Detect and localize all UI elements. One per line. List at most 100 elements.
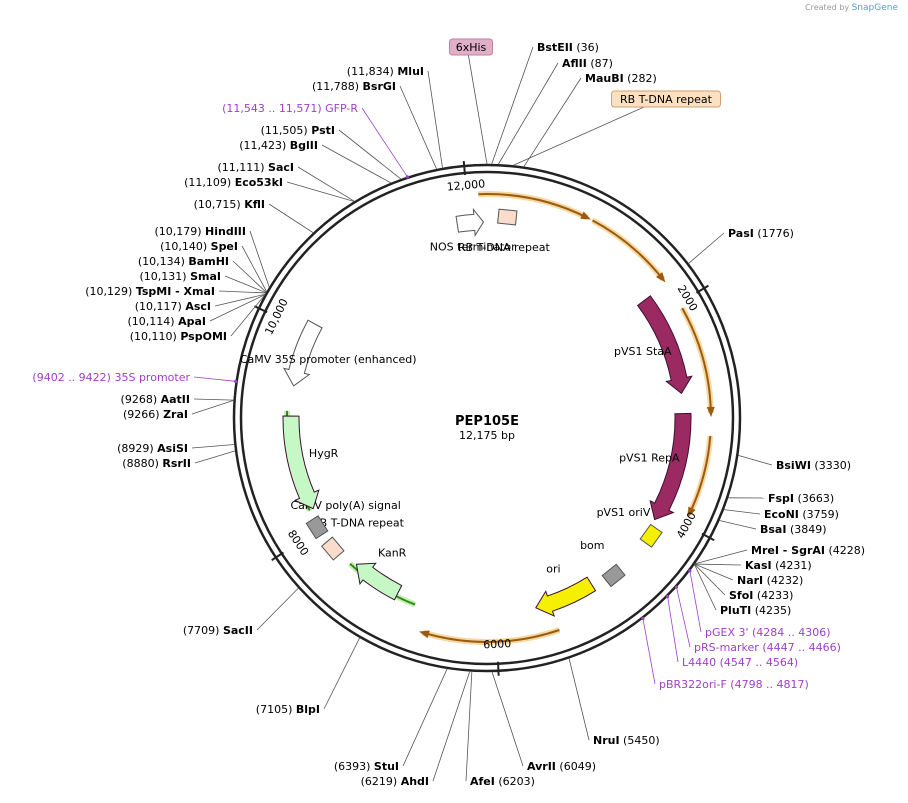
orf-arc-halo <box>679 306 714 413</box>
feature-pvs1-repa <box>649 412 692 521</box>
site-35s-promoter-label: (9402 .. 9422) 35S promoter <box>32 371 190 384</box>
tick-mark <box>271 551 284 562</box>
site-smai-position: (10,131) <box>140 270 191 283</box>
site-bsrgi: (11,788) BsrGI <box>312 80 396 93</box>
site-sfoi-position: (4233) <box>753 589 793 602</box>
feature-pvs1-staa-label: pVS1 StaA <box>614 345 672 358</box>
site-pgex-3--leader <box>689 570 702 633</box>
site-zrai-position: (9266) <box>123 408 163 421</box>
tick-label: 12,000 <box>446 177 486 193</box>
tick-mark <box>254 305 268 314</box>
site-pgex-3--label: pGEX 3' (4284 .. 4306) <box>705 626 831 639</box>
site-asci-label: (10,117) AscI <box>135 300 211 313</box>
site-pspomi-label: (10,110) PspOMI <box>130 330 227 343</box>
site-aatii-position: (9268) <box>121 393 161 406</box>
site-kasi-label: KasI (4231) <box>745 559 812 572</box>
site-kfli-leader <box>268 203 314 234</box>
site-blpi-leader <box>323 637 361 710</box>
site-hindiii-leader <box>249 230 270 288</box>
site-apai-leader <box>209 294 266 322</box>
site-l4440: L4440 (4547 .. 4564) <box>682 656 798 669</box>
site-asci-position: (10,117) <box>135 300 186 313</box>
site-sfoi: SfoI (4233) <box>729 589 793 602</box>
site-nari-label: NarI (4232) <box>737 574 803 587</box>
site-ahdi: (6219) AhdI <box>361 775 429 788</box>
site-asci: (10,117) AscI <box>135 300 211 313</box>
site-pgex-3--position: (4284 .. 4306) <box>749 626 831 639</box>
orf-arc-head <box>580 211 591 220</box>
plasmid-name: PEP105E <box>455 414 519 429</box>
site-spei-position: (10,140) <box>160 240 211 253</box>
feature-pvs1-oriv-label: pVS1 oriV <box>597 506 651 519</box>
orf-arc <box>478 193 588 219</box>
site-aatii-label: (9268) AatII <box>121 393 190 406</box>
site-mrei-sgrai-position: (4228) <box>825 544 865 557</box>
site-econi-leader <box>723 509 761 515</box>
site-bsteii-leader <box>491 46 534 165</box>
site-nrui-label: NruI (5450) <box>593 734 660 747</box>
site-apai-name: ApaI <box>178 315 206 328</box>
feature-camv-poly-a-signal <box>305 515 329 540</box>
site-gfp-r-label: (11,543 .. 11,571) GFP-R <box>222 102 358 115</box>
site-aatii-leader <box>193 398 234 401</box>
site-rsrii-leader <box>194 450 236 464</box>
site-bglii-position: (11,423) <box>239 139 290 152</box>
site-bsiwi-position: (3330) <box>811 459 851 472</box>
site-tspmi-xmai-position: (10,129) <box>85 285 136 298</box>
site-nrui-leader <box>568 658 590 741</box>
site-35s-promoter-name: 35S promoter <box>114 371 190 384</box>
site-econi: EcoNI (3759) <box>764 508 839 521</box>
site-nari-position: (4232) <box>763 574 803 587</box>
site-l4440-position: (4547 .. 4564) <box>716 656 798 669</box>
site-rsrii-position: (8880) <box>122 457 162 470</box>
site-smai-leader <box>224 275 267 294</box>
site-pluti-leader <box>694 564 717 611</box>
site-bsteii-name: BstEII <box>537 41 573 54</box>
site-rsrii: (8880) RsrII <box>122 457 191 470</box>
tick-label: 8000 <box>285 528 311 559</box>
site-mlui-position: (11,834) <box>347 65 398 78</box>
site-pbr322ori-f-leader <box>642 618 656 685</box>
site-gfp-r-name: GFP-R <box>325 102 358 115</box>
site-apai-position: (10,114) <box>128 315 179 328</box>
site-pspomi-position: (10,110) <box>130 330 181 343</box>
site-pgex-3--marker <box>688 569 692 573</box>
site-35s-promoter: (9402 .. 9422) 35S promoter <box>32 371 190 384</box>
site-pasi-position: (1776) <box>754 227 794 240</box>
site-bsiwi-label: BsiWI (3330) <box>776 459 851 472</box>
site-kasi-name: KasI <box>745 559 772 572</box>
site-aflii-name: AflII <box>562 57 587 70</box>
orf-arc-head <box>656 272 666 283</box>
site-pbr322ori-f-position: (4798 .. 4817) <box>727 678 809 691</box>
site-blpi: (7105) BlpI <box>256 703 320 716</box>
site-rb-t-dna-repeat-box <box>611 90 721 108</box>
site-kasi-leader <box>694 563 742 566</box>
site-pspomi-name: PspOMI <box>180 330 227 343</box>
site-ahdi-leader <box>432 671 471 782</box>
site-stui-name: StuI <box>374 760 399 773</box>
site-6xhis-leader <box>466 46 488 165</box>
feature-nos-terminator-label: NOS terminator <box>430 241 516 254</box>
site-psti-name: PstI <box>311 124 335 137</box>
site-bamhi-position: (10,134) <box>138 255 189 268</box>
tick-mark <box>462 160 466 176</box>
site-nari: NarI (4232) <box>737 574 803 587</box>
site-bsiwi-leader <box>738 455 773 466</box>
site-prs-marker: pRS-marker (4447 .. 4466) <box>694 641 841 654</box>
site-aatii: (9268) AatII <box>121 393 190 406</box>
site-saci-name: SacI <box>268 161 294 174</box>
site-zrai: (9266) ZraI <box>123 408 188 421</box>
site-prs-marker-marker <box>674 585 679 589</box>
site-pluti-position: (4235) <box>751 604 791 617</box>
snapgene-logo: SnapGene <box>851 3 898 13</box>
site-hindiii: (10,179) HindIII <box>154 225 246 238</box>
tick-mark <box>701 532 715 542</box>
site-ahdi-position: (6219) <box>361 775 401 788</box>
feature-pvs1-oriv <box>639 523 663 548</box>
credit-prefix: Created by <box>805 3 850 12</box>
site-asci-name: AscI <box>185 300 211 313</box>
tick-label: 10,000 <box>262 297 290 337</box>
site-35s-promoter-position: (9402 .. 9422) <box>32 371 114 384</box>
site-bsiwi: BsiWI (3330) <box>776 459 851 472</box>
